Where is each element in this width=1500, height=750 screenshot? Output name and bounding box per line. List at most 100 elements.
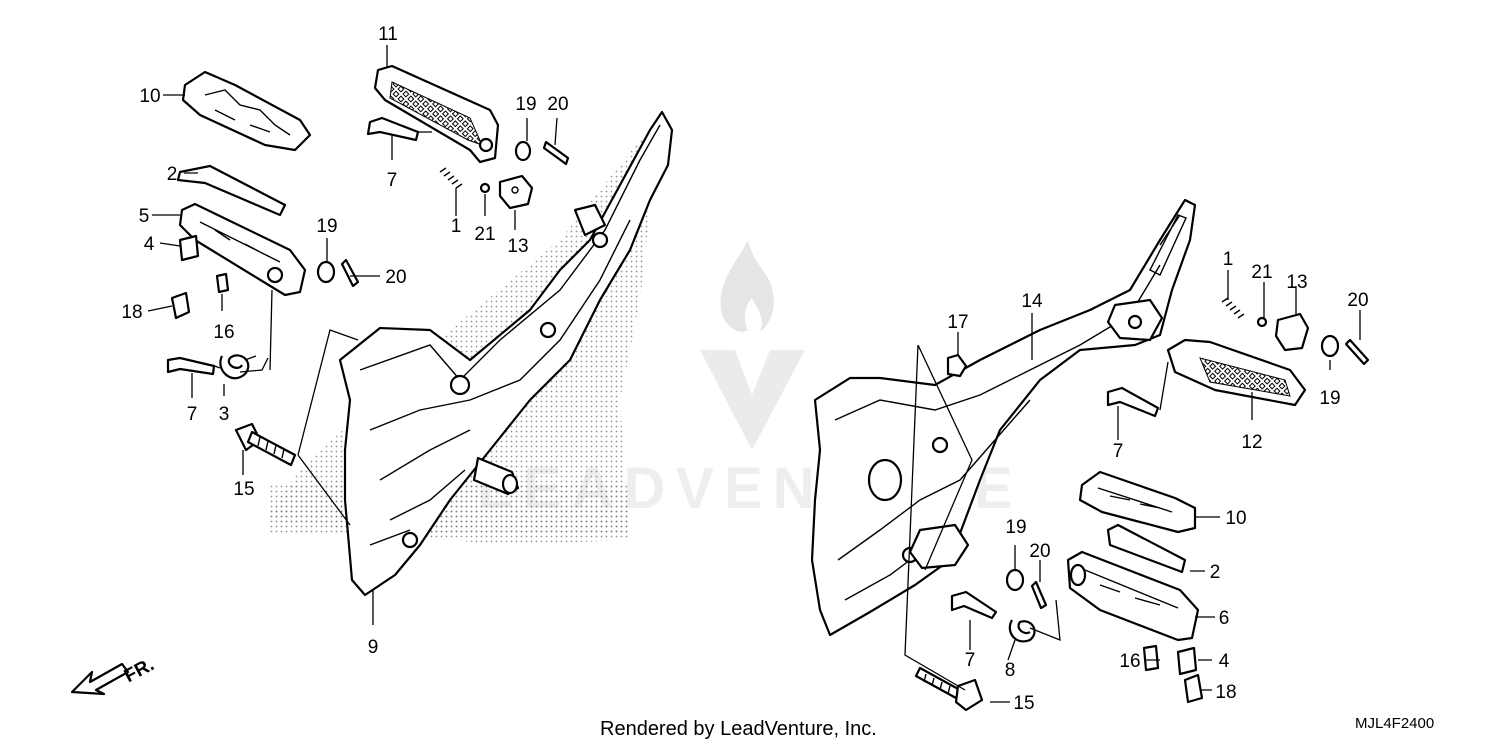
callout: 5: [139, 206, 150, 227]
callout: 14: [1021, 291, 1043, 312]
callout: 20: [547, 94, 568, 115]
left-collar-4: [178, 234, 200, 262]
right-peg-rubber-10: [1078, 470, 1197, 534]
callout: 19: [1319, 388, 1340, 409]
callout: 15: [233, 479, 254, 500]
left-spring-1: [439, 167, 463, 189]
right-washer-19-lower: [1005, 568, 1025, 592]
right-bolt-16: [1142, 644, 1160, 672]
callout: 19: [316, 216, 337, 237]
right-clip-17: [946, 353, 968, 378]
callout: 10: [139, 86, 160, 107]
right-footpeg-12-grid: [1199, 357, 1291, 397]
right-collar-4: [1176, 646, 1198, 676]
left-assembly: [147, 45, 674, 625]
right-spring-8: [1008, 619, 1036, 643]
left-bracket-ribs: [369, 429, 471, 546]
left-peg-stud-end: [501, 473, 519, 495]
right-cotter-20-lower: [1030, 580, 1048, 610]
front-direction-indicator: FR.: [70, 654, 158, 696]
left-plate-2: [176, 164, 287, 217]
callout: 4: [1219, 651, 1230, 672]
watermark-logo-v: [700, 350, 805, 450]
callout: 1: [1223, 249, 1234, 270]
watermark-logo: [720, 240, 774, 332]
callout: 16: [213, 322, 234, 343]
left-bracket-hole3: [591, 231, 609, 249]
left-bracket-hole2: [539, 321, 557, 339]
left-cotter-20-upper: [542, 140, 570, 166]
callout: 20: [1347, 290, 1368, 311]
callout: 6: [1219, 608, 1230, 629]
callout: 13: [507, 236, 528, 257]
callout: 20: [385, 267, 406, 288]
right-washer-19: [1320, 334, 1340, 358]
callout: 18: [1215, 682, 1236, 703]
left-bracket-hole4: [401, 531, 419, 549]
right-bracket-14: [810, 198, 1197, 637]
front-arrow-icon: [70, 662, 130, 696]
left-washer-19-upper: [514, 140, 532, 162]
left-spring-3: [219, 354, 250, 380]
left-ball-21: [479, 182, 491, 194]
right-cotter-20: [1344, 338, 1370, 366]
callout: 2: [167, 164, 178, 185]
callout: 10: [1225, 508, 1246, 529]
right-bracket-slot: [1149, 214, 1187, 276]
left-pin-7: [166, 356, 216, 376]
callout: 3: [219, 404, 230, 425]
right-ball-21: [1256, 316, 1268, 328]
callout: 7: [387, 170, 398, 191]
right-step-6: [1066, 550, 1200, 642]
left-step-5: [178, 202, 307, 297]
right-plate-2: [1106, 523, 1187, 574]
callout: 1: [451, 216, 462, 237]
right-bracket-hole: [867, 458, 903, 502]
callout: 7: [965, 650, 976, 671]
front-label: FR.: [121, 654, 158, 687]
callout: 19: [1005, 517, 1026, 538]
right-spring-1: [1221, 297, 1245, 319]
callout: 12: [1241, 432, 1262, 453]
right-bracket-mount: [908, 523, 970, 570]
diagram-code: MJL4F2400: [1355, 715, 1435, 732]
left-bracket-9: [338, 110, 674, 597]
left-bolt-16: [215, 272, 230, 294]
left-bracket-inner2: [369, 219, 631, 431]
left-detent-13: [498, 174, 534, 210]
callout: 8: [1005, 660, 1016, 681]
left-pin-7-upper: [366, 116, 420, 142]
callout: 7: [187, 404, 198, 425]
render-credit: Rendered by LeadVenture, Inc.: [600, 718, 877, 740]
left-footpeg-11-grid: [389, 81, 483, 146]
callout: 19: [515, 94, 536, 115]
left-peg-rubber-10: [181, 70, 312, 152]
left-bracket-inner: [359, 124, 661, 382]
callout: 4: [144, 234, 155, 255]
callout: 11: [378, 24, 398, 45]
left-cotter-20: [340, 258, 360, 288]
left-bracket-hole: [449, 374, 471, 396]
callout: 16: [1119, 651, 1140, 672]
callout: 13: [1286, 272, 1307, 293]
right-bolt-18: [1183, 673, 1204, 704]
callout: 2: [1210, 562, 1221, 583]
right-pin-7-upper: [1106, 386, 1160, 418]
right-assembly: [810, 198, 1370, 712]
callout: 17: [947, 312, 968, 333]
callout: 9: [368, 637, 379, 658]
right-pin-7-lower: [950, 590, 998, 620]
callout: 21: [1251, 262, 1272, 283]
left-washer-19: [316, 260, 336, 284]
callout: 15: [1013, 693, 1034, 714]
callout: 20: [1029, 541, 1050, 562]
right-callouts: 14 17 1 21 13 20 19 12 7 10 19 20 2 6 7 …: [947, 249, 1368, 714]
left-callouts: 10 2 5 4 18 16 7 3 15 11 7 19 20 1 21 13…: [121, 24, 568, 658]
callout: 21: [474, 224, 495, 245]
left-bolt-18: [170, 291, 191, 320]
right-detent-13: [1274, 312, 1310, 352]
callout: 18: [121, 302, 142, 323]
callout: 7: [1113, 441, 1124, 462]
left-bracket-boss: [573, 203, 607, 237]
